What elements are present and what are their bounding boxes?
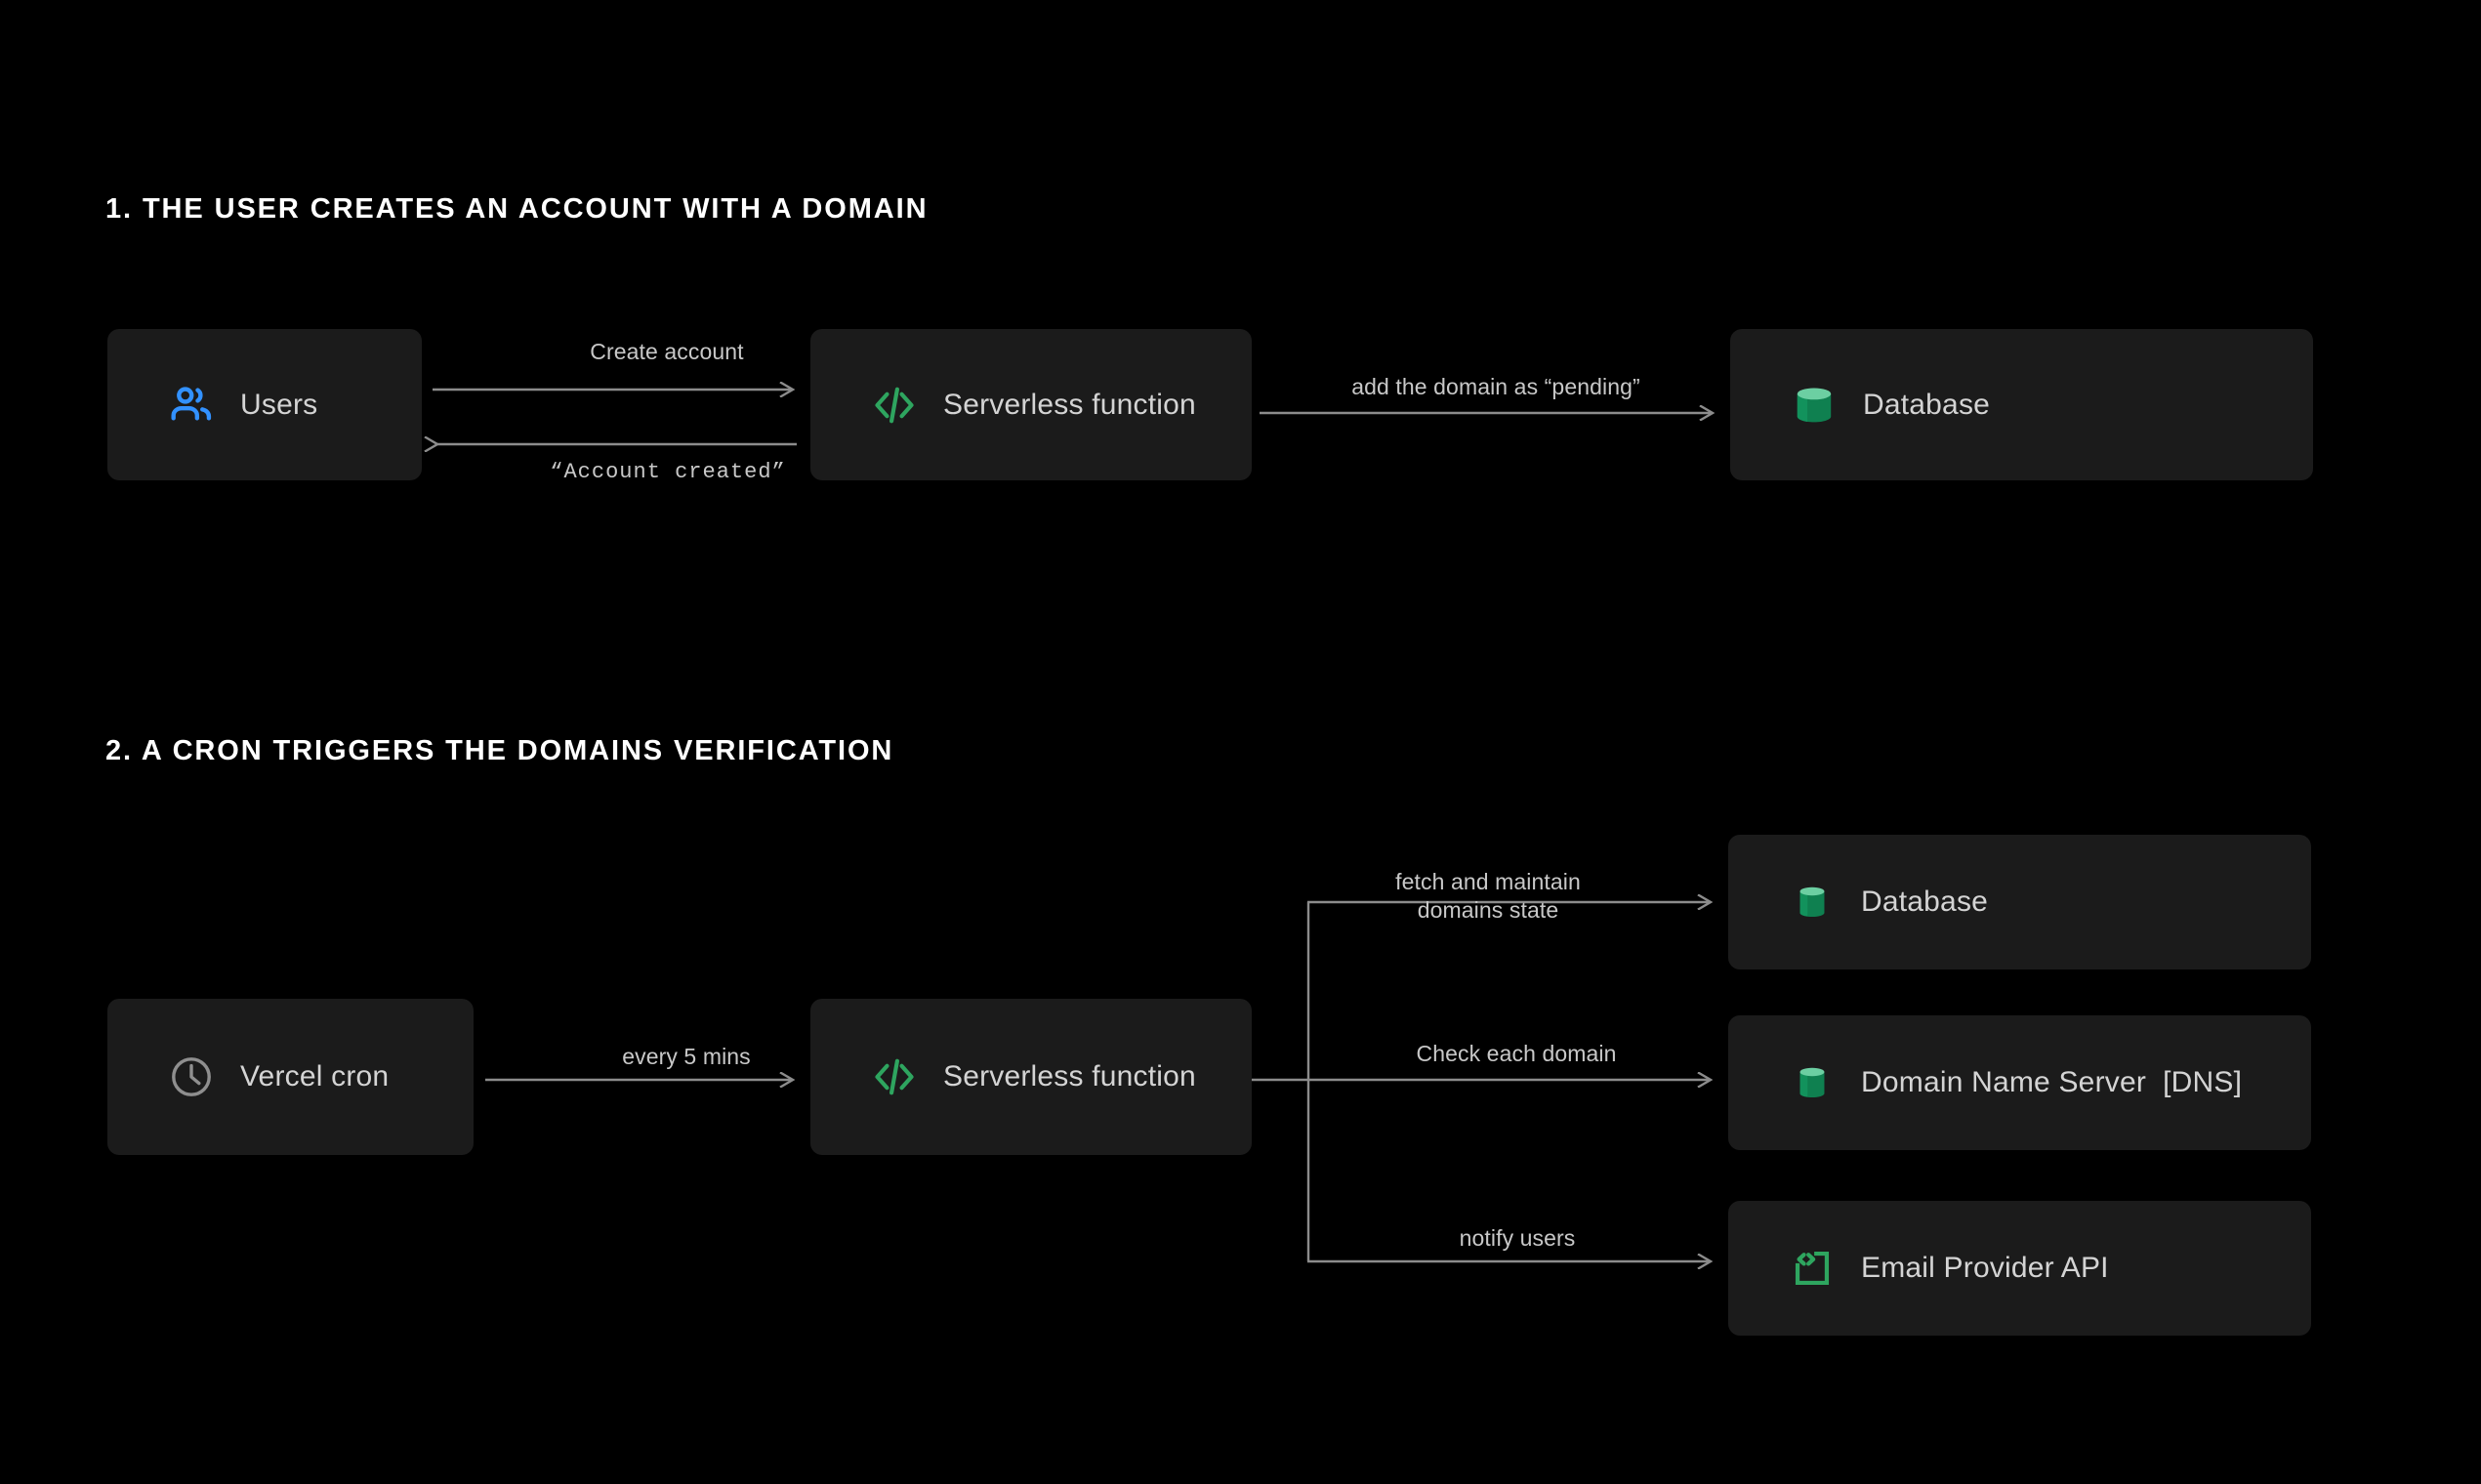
node-database-1[interactable]: Database (1730, 329, 2313, 480)
database-cylinder-icon (1789, 380, 1840, 431)
users-icon (166, 380, 217, 431)
edge-label-fetch-maintain-line1: fetch and maintain (1395, 869, 1581, 894)
edge-label-check-each-domain: Check each domain (1416, 1041, 1617, 1066)
section-1-heading: 1. THE USER CREATES AN ACCOUNT WITH A DO… (105, 193, 929, 225)
node-serverless-function-1[interactable]: Serverless function (810, 329, 1252, 480)
edge-label-add-domain-pending: add the domain as “pending” (1351, 374, 1640, 399)
database-cylinder-icon (1787, 877, 1838, 928)
database-cylinder-icon (1787, 1057, 1838, 1108)
node-serverless-function-2[interactable]: Serverless function (810, 999, 1252, 1155)
code-brackets-icon (869, 1051, 920, 1102)
node-email-provider-api-label: Email Provider API (1861, 1252, 2109, 1284)
clock-icon (166, 1051, 217, 1102)
node-domain-name-server-label: Domain Name Server [DNS] (1861, 1066, 2243, 1098)
edge-label-every-5-mins: every 5 mins (622, 1044, 751, 1069)
node-email-provider-api[interactable]: Email Provider API (1728, 1201, 2311, 1336)
code-brackets-icon (869, 380, 920, 431)
edge-label-notify-users: notify users (1459, 1225, 1576, 1251)
node-domain-name-server[interactable]: Domain Name Server [DNS] (1728, 1015, 2311, 1150)
node-serverless-function-1-label: Serverless function (943, 388, 1196, 421)
edge-label-fetch-maintain: fetch and maintain domains state (1367, 868, 1609, 925)
edge-label-create-account: Create account (590, 339, 744, 364)
node-database-1-label: Database (1863, 388, 1991, 421)
node-vercel-cron-label: Vercel cron (240, 1060, 390, 1092)
section-2-heading: 2. A CRON TRIGGERS THE DOMAINS VERIFICAT… (105, 735, 894, 766)
node-database-2[interactable]: Database (1728, 835, 2311, 969)
edge-label-account-created: “Account created” (550, 460, 786, 484)
node-users[interactable]: Users (107, 329, 422, 480)
edge-label-fetch-maintain-line2: domains state (1417, 896, 1559, 923)
node-database-2-label: Database (1861, 886, 1989, 918)
node-vercel-cron[interactable]: Vercel cron (107, 999, 474, 1155)
api-code-square-icon (1787, 1243, 1838, 1294)
node-serverless-function-2-label: Serverless function (943, 1060, 1196, 1092)
node-users-label: Users (240, 388, 318, 421)
